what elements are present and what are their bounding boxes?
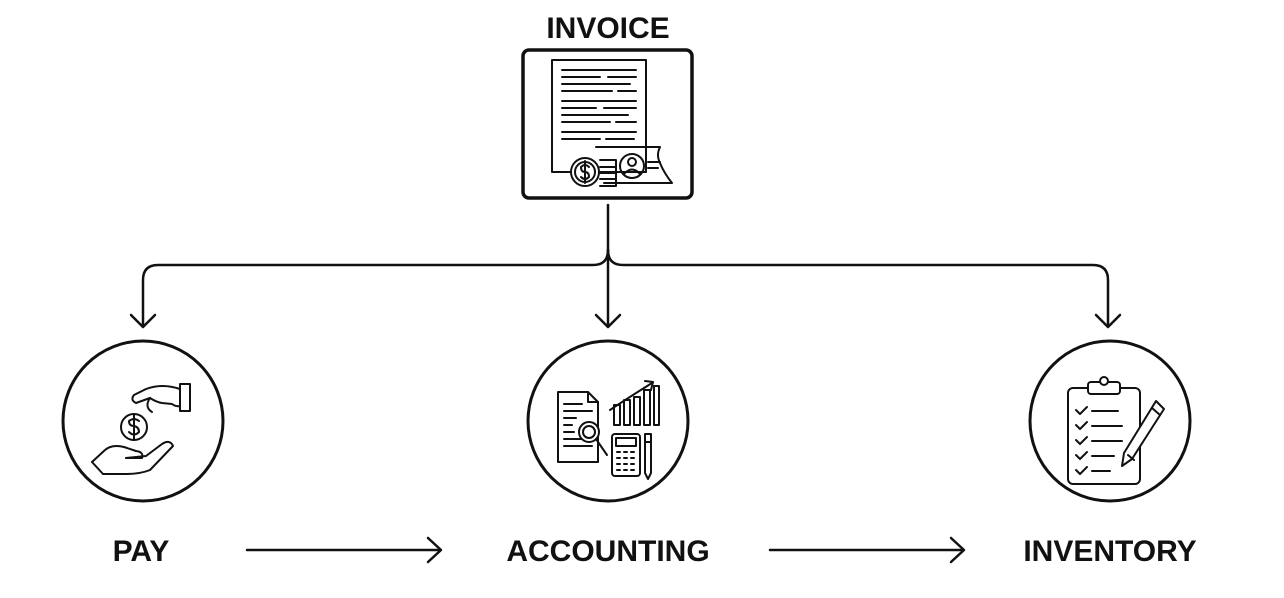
edge-pay-to-accounting (245, 536, 443, 564)
edge-invoice-to-inventory-arrowhead (1094, 313, 1122, 329)
edge-invoice-to-pay-arrowhead (129, 313, 157, 329)
node-label-invoice: INVOICE (546, 12, 670, 45)
inventory-circle (1028, 339, 1192, 503)
accounting-circle (526, 339, 690, 503)
node-label-accounting: ACCOUNTING (506, 535, 710, 568)
node-label-pay: PAY (112, 535, 170, 568)
clipboard-checklist-pencil-icon (1067, 376, 1165, 485)
edge-invoice-branch (141, 203, 1110, 328)
node-label-inventory: INVENTORY (1023, 535, 1197, 568)
invoice-box (521, 48, 694, 200)
invoice-document-icon (551, 59, 673, 187)
edge-accounting-to-inventory (768, 536, 966, 564)
pay-circle (61, 339, 225, 503)
hand-coin-payment-icon (91, 383, 191, 475)
edge-invoice-to-accounting (594, 248, 622, 329)
accounting-report-calculator-icon (557, 380, 660, 480)
